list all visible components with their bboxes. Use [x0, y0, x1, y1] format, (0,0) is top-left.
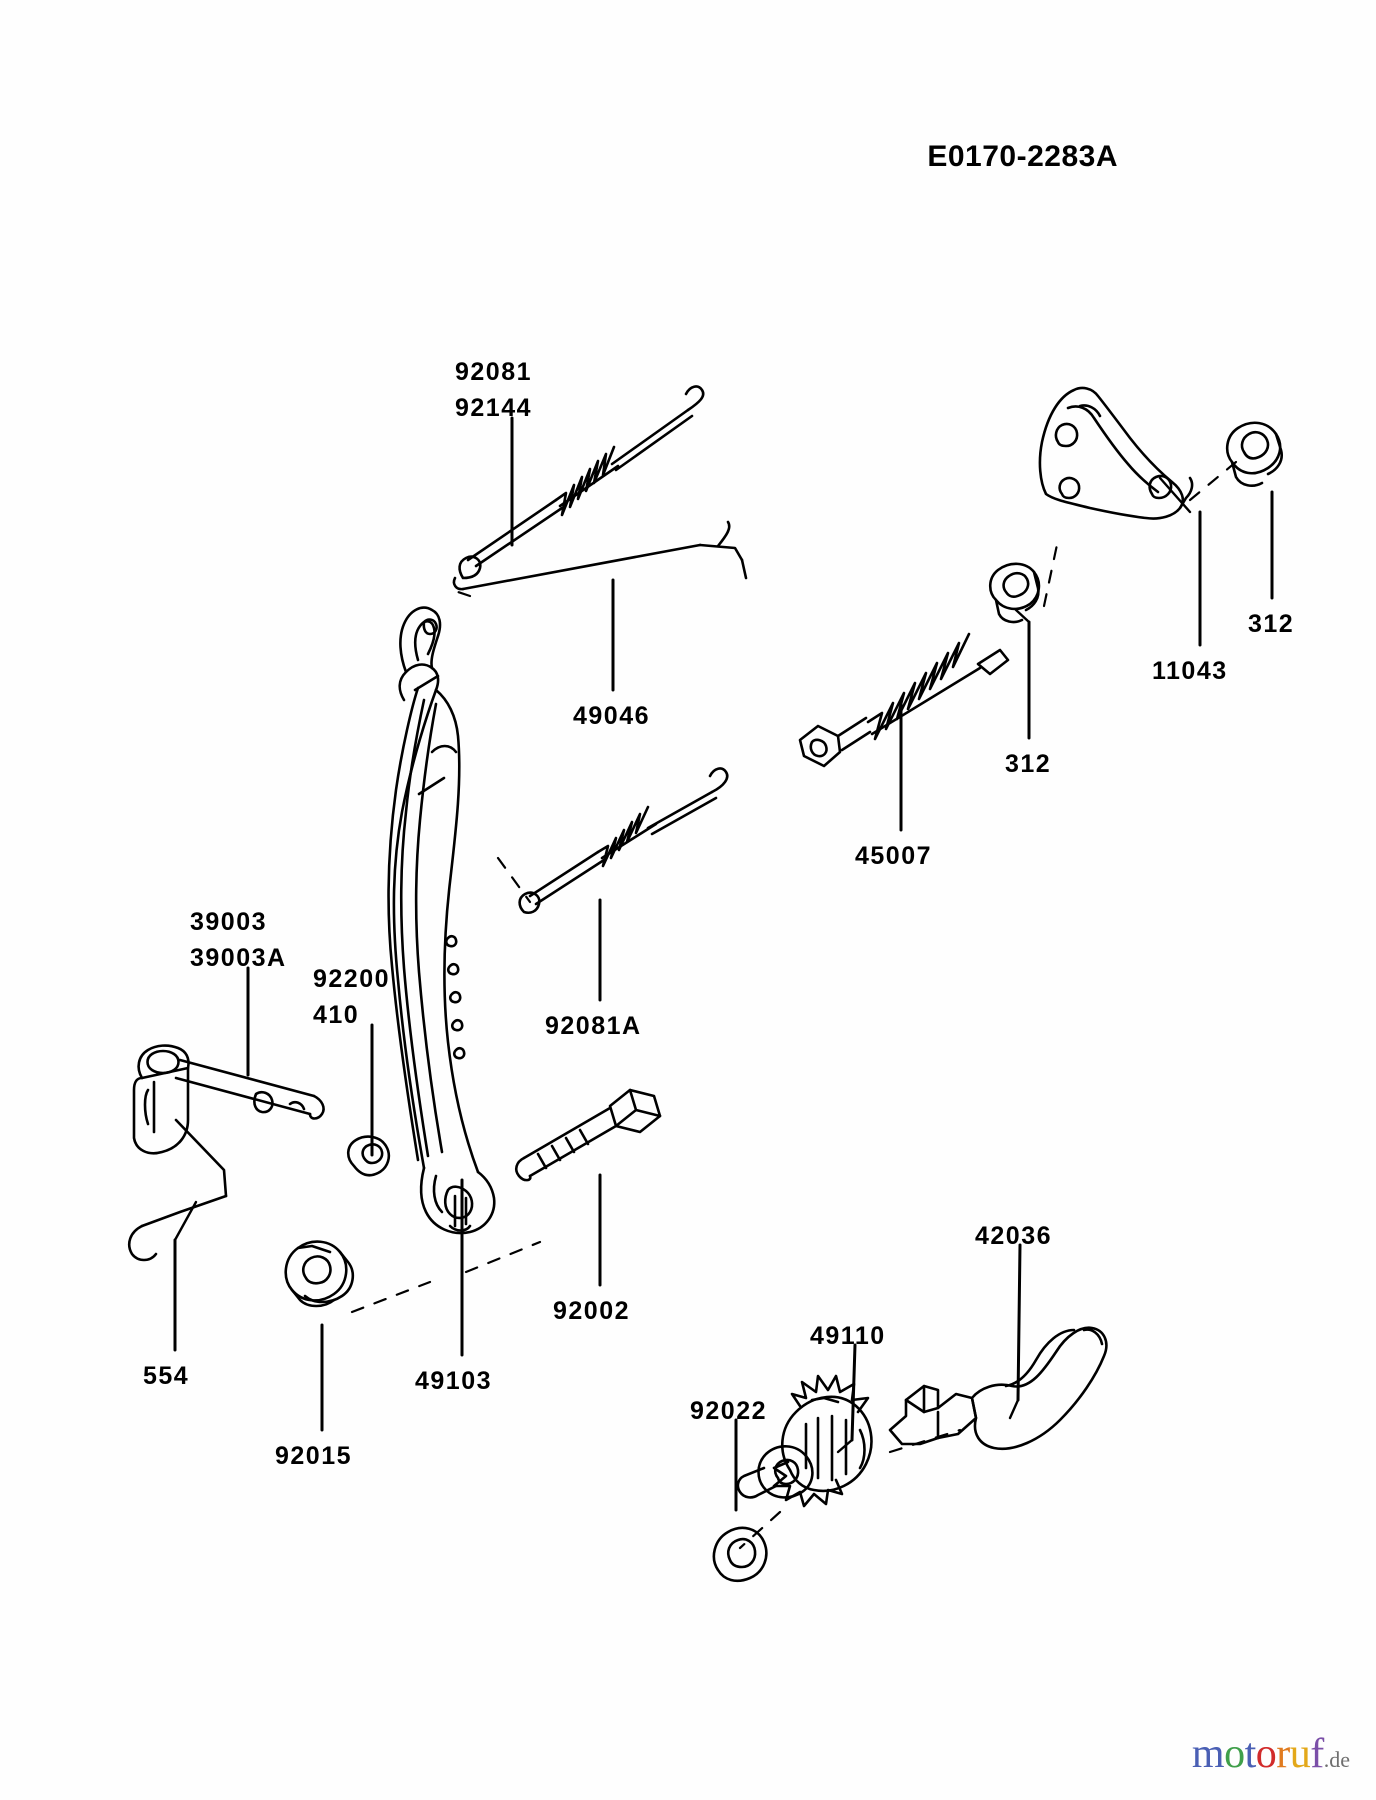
part-92200-washer — [346, 1135, 391, 1177]
watermark-letter: m — [1191, 1731, 1225, 1777]
part-92002-bolt — [514, 1088, 662, 1182]
site-watermark: motoruf.de — [1192, 1730, 1350, 1778]
callout-line: 312 — [1005, 750, 1052, 778]
part-92081A-spring — [518, 767, 729, 915]
callout-line: 92015 — [275, 1442, 353, 1470]
part-45007-threaded-rod — [798, 632, 1010, 768]
callout-92081: 92081 92144 — [455, 355, 532, 426]
part-92022-washer — [712, 1526, 768, 1583]
callout-line: 39003A — [190, 943, 287, 972]
part-connector-strokes — [173, 476, 1192, 1454]
callout-92200: 92200 410 — [313, 962, 390, 1033]
callout-42036: 42036 — [975, 1220, 1052, 1253]
callout-line: 92022 — [690, 1397, 768, 1425]
callout-49046: 49046 — [573, 700, 650, 733]
callout-11043: 11043 — [1152, 655, 1228, 688]
callout-line: 92200 — [313, 965, 391, 993]
assembly-axis-lines — [350, 460, 1238, 1550]
part-92015-nut — [284, 1240, 355, 1308]
callout-line: 92081 — [455, 358, 533, 386]
callout-49103: 49103 — [415, 1365, 492, 1398]
callout-line: 92081A — [545, 1012, 642, 1040]
callout-312: 312 — [1248, 608, 1294, 641]
callout-line: 410 — [313, 1000, 360, 1029]
callout-line: 45007 — [855, 842, 933, 870]
callout-92081A: 92081A — [545, 1010, 642, 1043]
callout-49110: 49110 — [810, 1320, 886, 1353]
part-42036-shaft — [888, 1326, 1108, 1451]
part-11043-bracket — [1038, 386, 1194, 520]
callout-39003: 39003 39003A — [190, 905, 287, 976]
watermark-letter: u — [1289, 1731, 1311, 1777]
diagram-title-code: E0170-2283A — [927, 140, 1118, 173]
callout-line: 11043 — [1152, 657, 1228, 685]
callout-leader-lines — [173, 416, 1274, 1512]
watermark-letter: o — [1255, 1731, 1277, 1777]
callout-line: 49046 — [573, 702, 651, 730]
callout-92002: 92002 — [553, 1295, 630, 1328]
part-49046-rod — [452, 520, 748, 591]
callout-92022: 92022 — [690, 1395, 767, 1428]
watermark-letter: r — [1276, 1731, 1290, 1777]
callout-312: 312 — [1005, 748, 1051, 781]
callout-line: 92002 — [553, 1297, 631, 1325]
callout-45007: 45007 — [855, 840, 932, 873]
part-39003-rod-bracket — [128, 1044, 325, 1262]
callout-92015: 92015 — [275, 1440, 352, 1473]
part-312-washer-mid — [988, 562, 1041, 624]
watermark-letter: f — [1310, 1731, 1324, 1777]
callout-line: 39003 — [190, 908, 268, 936]
callout-line: 92144 — [455, 393, 533, 422]
watermark-letter: t — [1244, 1731, 1257, 1777]
part-312-washer-top — [1225, 421, 1283, 487]
callout-line: 42036 — [975, 1222, 1053, 1250]
watermark-letter: o — [1224, 1731, 1245, 1777]
callout-line: 554 — [143, 1362, 190, 1390]
part-49103-lever — [387, 606, 496, 1235]
callout-line: 49110 — [810, 1322, 886, 1350]
callout-line: 49103 — [415, 1367, 493, 1395]
watermark-suffix: .de — [1323, 1747, 1350, 1772]
callout-554: 554 — [143, 1360, 189, 1393]
callout-line: 312 — [1248, 610, 1295, 638]
